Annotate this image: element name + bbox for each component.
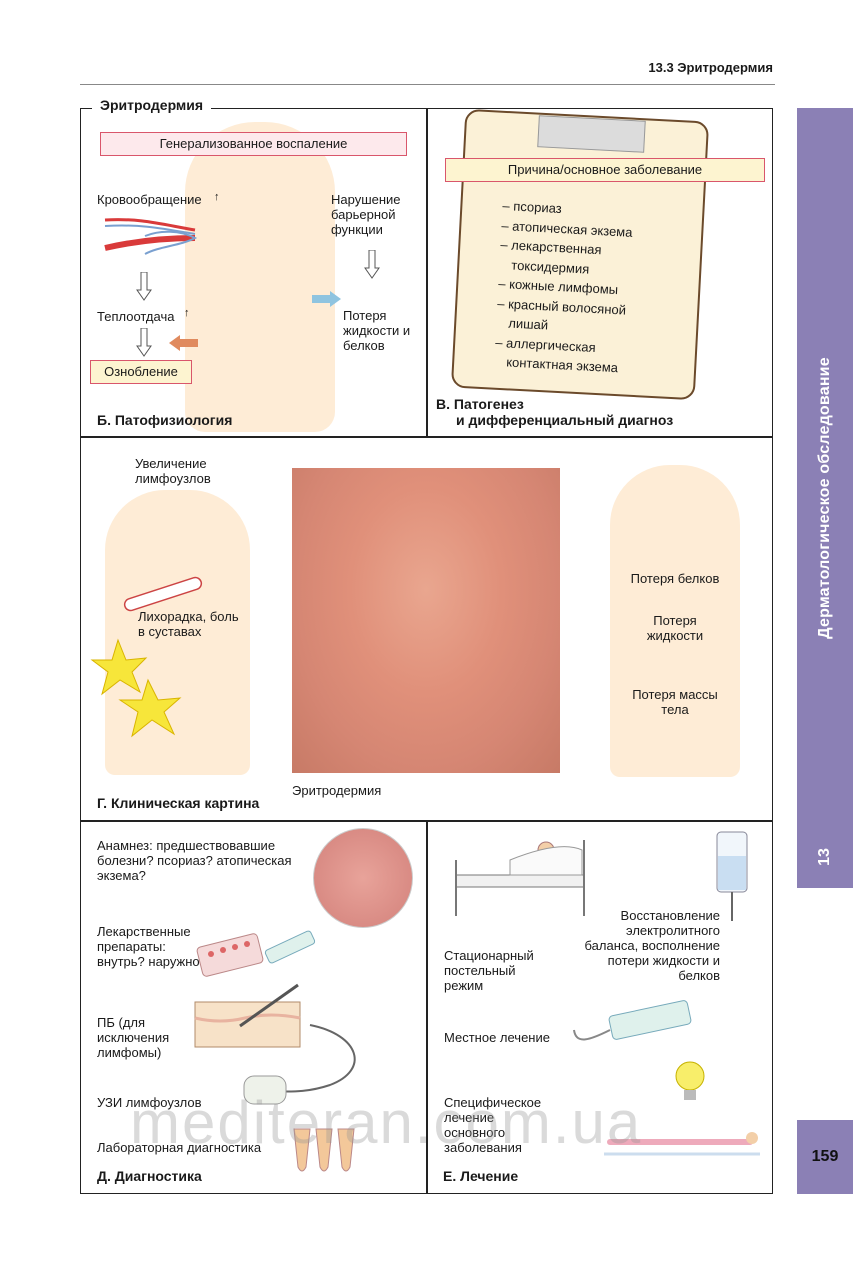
- drugs-text: Лекарственные препараты: внутрь? наружно…: [97, 924, 207, 969]
- fever-illustration-icon: [90, 576, 203, 738]
- page-number: 159: [811, 1148, 839, 1165]
- fluid-loss-label: Потеря жидкости и белков: [343, 308, 411, 353]
- vessels-icon: [104, 218, 198, 255]
- barrier-label: Нарушение барьерной функции: [331, 192, 401, 237]
- col-divider-bottom: [426, 820, 428, 1194]
- photo-caption: Эритродермия: [292, 783, 382, 798]
- page-number-tab: 159: [797, 1120, 853, 1194]
- body-silhouette: [610, 465, 740, 777]
- erythroderma-photo: [292, 468, 560, 773]
- light-bulb-icon: [675, 1061, 705, 1100]
- iv-bag-icon: [716, 831, 748, 921]
- cause-list: – псориаз – атопическая экзема – лекарст…: [494, 196, 678, 380]
- arrow-up-icon: ↑: [184, 307, 190, 319]
- section-title: 13.3 Эритродермия: [648, 60, 773, 75]
- inflammation-label: Генерализованное воспаление: [100, 132, 407, 156]
- lab-text: Лабораторная диагностика: [97, 1140, 262, 1155]
- hospital-bed-icon: [455, 840, 585, 916]
- ultrasound-probe-icon: [243, 1075, 287, 1105]
- body-silhouette: [105, 490, 250, 775]
- header-divider: [80, 84, 775, 85]
- arrow-up-icon: ↑: [214, 191, 220, 203]
- right-arrow-icon: [312, 291, 341, 307]
- fever-label: Лихорадка, боль в суставах: [138, 609, 239, 639]
- clipboard-clip: [537, 115, 646, 153]
- down-arrow-icon: [136, 272, 152, 301]
- panel-e-caption: Е. Лечение: [443, 1168, 519, 1184]
- ointment-tube-icon: [573, 1000, 692, 1041]
- circulation-label: Кровообращение: [97, 192, 202, 207]
- panel-b-caption: Б. Патофизиология: [97, 412, 233, 428]
- lymph-label: Увеличение лимфоузлов: [135, 456, 211, 486]
- local-treatment-text: Местное лечение: [444, 1030, 550, 1045]
- figure-title: Эритродермия: [92, 97, 212, 113]
- down-arrow-icon: [364, 250, 380, 279]
- body-silhouette: [185, 122, 335, 432]
- pills-tube-icon: [196, 930, 316, 977]
- biopsy-text: ПБ (для исключения лимфомы): [97, 1015, 170, 1060]
- skin-magnifier: [313, 828, 413, 928]
- chills-label: Ознобление: [90, 360, 192, 384]
- bed-rest-text: Стационарный постельный режим: [444, 948, 534, 993]
- biopsy-illustration-icon: [194, 983, 356, 1093]
- test-tubes-icon: [293, 1128, 355, 1172]
- watermark: mediteran.com.ua: [130, 1089, 643, 1156]
- fluid-loss-label: Потеря жидкости: [646, 613, 704, 643]
- panel-v-caption-1: В. Патогенез: [436, 396, 524, 412]
- heat-loss-label: Теплоотдача: [97, 309, 175, 324]
- left-arrow-icon: [169, 335, 198, 351]
- down-arrow-icon: [136, 328, 152, 357]
- anamnesis-text: Анамнез: предшествовавшие болезни? псори…: [97, 838, 292, 883]
- ultrasound-text: УЗИ лимфоузлов: [97, 1095, 202, 1110]
- electrolytes-text: Восстановление электролитного баланса, в…: [584, 908, 720, 983]
- weight-loss-label: Потеря массы тела: [632, 687, 718, 717]
- panel-g-caption: Г. Клиническая картина: [97, 795, 260, 811]
- cause-label: Причина/основное заболевание: [445, 158, 765, 182]
- chapter-title: Дерматологическое обследование: [816, 357, 833, 639]
- specific-treatment-text: Специфическое лечение основного заболева…: [444, 1095, 542, 1155]
- panel-d-caption: Д. Диагностика: [97, 1168, 202, 1184]
- lying-patient-icon: [604, 1132, 760, 1156]
- chapter-tab: Дерматологическое обследование 13: [797, 108, 853, 888]
- protein-loss-label: Потеря белков: [630, 571, 720, 586]
- panel-v-caption-2: и дифференциальный диагноз: [456, 412, 674, 428]
- chapter-number: 13: [816, 848, 833, 866]
- col-divider-top: [426, 108, 428, 437]
